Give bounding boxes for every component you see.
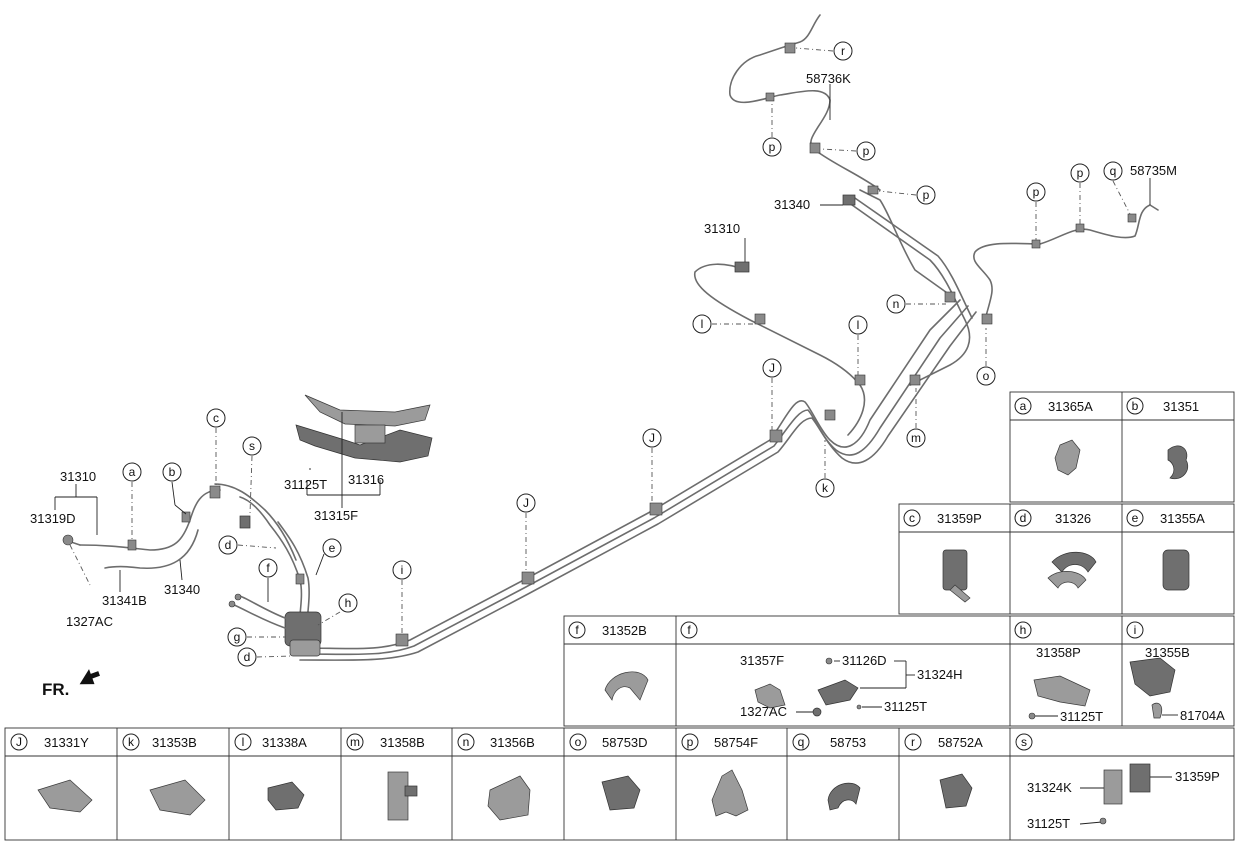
header-o-part: 58753D bbox=[602, 735, 648, 750]
header-J-letter: J bbox=[16, 735, 22, 749]
label-31319D: 31319D bbox=[30, 511, 76, 526]
label-58736K: 58736K bbox=[806, 71, 851, 86]
header-k-letter: k bbox=[128, 735, 135, 749]
header-b-letter: b bbox=[1132, 399, 1139, 413]
i-sub-81704A: 81704A bbox=[1180, 708, 1225, 723]
header-f1-part: 31352B bbox=[602, 623, 647, 638]
h-sub-31125T: 31125T bbox=[1060, 709, 1103, 724]
header-l-part: 31338A bbox=[262, 735, 307, 750]
table-part-drawings bbox=[37, 439, 1190, 825]
header-e-part: 31355A bbox=[1160, 511, 1205, 526]
callout-g: g bbox=[234, 630, 241, 644]
callout-d-lower: d bbox=[244, 650, 251, 664]
label-1327AC: 1327AC bbox=[66, 614, 113, 629]
callout-b: b bbox=[169, 465, 176, 479]
header-m-part: 31358B bbox=[380, 735, 425, 750]
f2-sub-31357F: 31357F bbox=[740, 653, 784, 668]
header-J-part: 31331Y bbox=[44, 735, 89, 750]
header-f2-letter: f bbox=[687, 623, 691, 637]
s-sub-31324K: 31324K bbox=[1027, 780, 1072, 795]
f2-sub-31125T: 31125T bbox=[884, 699, 927, 714]
header-p-letter: p bbox=[687, 735, 694, 749]
callout-d-upper: d bbox=[225, 538, 232, 552]
header-p-part: 58754F bbox=[714, 735, 758, 750]
header-a-letter: a bbox=[1020, 399, 1027, 413]
header-l-letter: l bbox=[242, 735, 245, 749]
f2-sub-31324H: 31324H bbox=[917, 667, 963, 682]
parts-legend-table bbox=[4, 391, 1235, 841]
label-31310-right: 31310 bbox=[704, 221, 740, 236]
callout-r: r bbox=[841, 44, 845, 58]
header-d-letter: d bbox=[1020, 511, 1027, 525]
svg-text:FR.: FR. bbox=[42, 680, 69, 699]
callout-l-right: l bbox=[857, 318, 860, 332]
callout-c: c bbox=[213, 411, 219, 425]
label-31341B: 31341B bbox=[102, 593, 147, 608]
callout-h: h bbox=[345, 596, 352, 610]
header-d-part: 31326 bbox=[1055, 511, 1091, 526]
header-e-letter: e bbox=[1132, 511, 1139, 525]
main-fuel-line-bundle bbox=[62, 14, 1159, 661]
table-subpart-labels: 31357F 31126D 31324H 1327AC 31125T 31358… bbox=[740, 645, 1225, 831]
heat-shield-bracket bbox=[295, 394, 433, 463]
header-a-part: 31365A bbox=[1048, 399, 1093, 414]
header-h-letter: h bbox=[1020, 623, 1027, 637]
left-leaders bbox=[54, 84, 1151, 592]
callout-markers: a b c s d e f h g d bbox=[122, 41, 1131, 667]
header-r-part: 58752A bbox=[938, 735, 983, 750]
header-m-letter: m bbox=[350, 735, 360, 749]
s-sub-31125T: 31125T bbox=[1027, 816, 1070, 831]
header-k-part: 31353B bbox=[152, 735, 197, 750]
callout-q: q bbox=[1110, 164, 1117, 178]
callout-k: k bbox=[822, 481, 829, 495]
callout-l-left: l bbox=[701, 317, 704, 331]
header-n-letter: n bbox=[463, 735, 470, 749]
header-q-part: 58753 bbox=[830, 735, 866, 750]
callout-J-2: J bbox=[649, 431, 655, 445]
table-headers: a 31365A b 31351 c 31359P d 31326 e 3135… bbox=[10, 397, 1205, 751]
header-o-letter: o bbox=[575, 735, 582, 749]
callout-s: s bbox=[249, 439, 255, 453]
s-sub-31359P: 31359P bbox=[1175, 769, 1220, 784]
label-31340-right: 31340 bbox=[774, 197, 810, 212]
callout-e: e bbox=[329, 541, 336, 555]
callout-J-1: J bbox=[523, 496, 529, 510]
callout-p-5: p bbox=[1077, 166, 1084, 180]
callout-o: o bbox=[983, 369, 990, 383]
header-s-letter: s bbox=[1021, 735, 1027, 749]
callout-m: m bbox=[911, 431, 921, 445]
callout-p-2: p bbox=[863, 144, 870, 158]
callout-p-4: p bbox=[1033, 185, 1040, 199]
label-31125T-top: 31125T bbox=[284, 477, 327, 492]
header-b-part: 31351 bbox=[1163, 399, 1199, 414]
callout-f: f bbox=[266, 561, 270, 575]
header-q-letter: q bbox=[798, 735, 805, 749]
front-direction-indicator: FR. bbox=[42, 669, 100, 699]
callout-n: n bbox=[893, 297, 900, 311]
callout-p-1: p bbox=[769, 140, 776, 154]
header-f1-letter: f bbox=[575, 623, 579, 637]
header-c-letter: c bbox=[909, 511, 915, 525]
header-c-part: 31359P bbox=[937, 511, 982, 526]
header-i-part: 31355B bbox=[1145, 645, 1190, 660]
callout-i: i bbox=[401, 563, 404, 577]
label-58735M: 58735M bbox=[1130, 163, 1177, 178]
f2-sub-1327AC: 1327AC bbox=[740, 704, 787, 719]
header-r-letter: r bbox=[911, 735, 915, 749]
label-31310-left: 31310 bbox=[60, 469, 96, 484]
f2-sub-31126D: 31126D bbox=[842, 653, 887, 668]
callout-a: a bbox=[129, 465, 136, 479]
label-31316: 31316 bbox=[348, 472, 384, 487]
label-31315F: 31315F bbox=[314, 508, 358, 523]
header-n-part: 31356B bbox=[490, 735, 535, 750]
header-h-part: 31358P bbox=[1036, 645, 1081, 660]
label-31340-left: 31340 bbox=[164, 582, 200, 597]
header-i-letter: i bbox=[1134, 623, 1137, 637]
callout-p-3: p bbox=[923, 188, 930, 202]
callout-J-3: J bbox=[769, 361, 775, 375]
